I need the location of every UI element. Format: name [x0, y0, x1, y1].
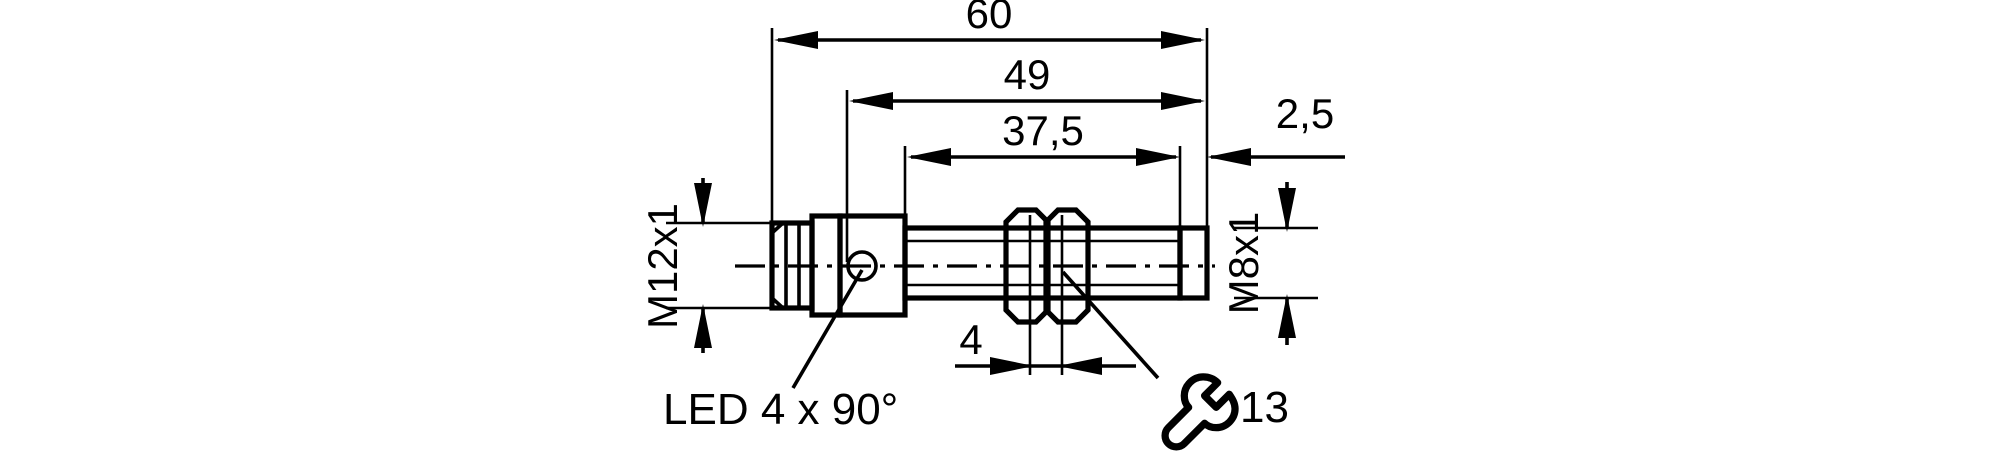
dimension-49: 49 — [849, 51, 1205, 110]
dim-label-25: 2,5 — [1276, 90, 1334, 137]
label-m8x1: M8x1 — [1220, 212, 1267, 315]
arrowhead-m8-top — [1278, 188, 1296, 232]
sensing-face-tip — [1177, 225, 1210, 301]
arrowhead-49-left — [849, 92, 893, 110]
extension-lines — [770, 28, 1209, 375]
arrowhead-m12-bottom — [694, 304, 712, 348]
dimension-m8x1: M8x1 — [1220, 182, 1318, 345]
connector-chamfer-top — [770, 221, 785, 235]
hex-nut-2-outline — [1043, 207, 1091, 325]
wrench-icon-path — [1161, 373, 1239, 451]
leader-led — [791, 269, 864, 389]
leader-lines — [791, 269, 1160, 389]
leader-wrench — [1061, 270, 1160, 380]
sensor-body — [735, 207, 1215, 325]
dim-label-4: 4 — [959, 316, 982, 363]
arrowhead-49-right — [1161, 92, 1205, 110]
arrowhead-4-right — [1058, 357, 1102, 375]
arrowhead-m12-top — [694, 183, 712, 227]
arrowhead-4-left — [990, 357, 1034, 375]
threaded-barrel — [902, 225, 1183, 301]
dimension-60: 60 — [774, 0, 1205, 49]
wrench-size-label: 13 — [1240, 383, 1289, 432]
wrench-icon — [1161, 373, 1239, 451]
connector-chamfer-bottom — [770, 296, 785, 310]
dimension-4: 4 — [955, 316, 1136, 375]
led-annotation-label: LED 4 x 90° — [663, 385, 898, 434]
arrowhead-375-left — [907, 148, 951, 166]
dim-label-49: 49 — [1004, 51, 1051, 98]
arrowhead-375-right — [1136, 148, 1180, 166]
dim-label-375: 37,5 — [1002, 107, 1084, 154]
arrowhead-60-left — [774, 31, 818, 49]
arrowhead-25-left — [1207, 148, 1251, 166]
dimension-375: 37,5 — [907, 107, 1180, 166]
dimension-m12x1: M12x1 — [639, 178, 790, 353]
hex-nut-2 — [1043, 207, 1091, 325]
arrowhead-60-right — [1161, 31, 1205, 49]
arrowhead-m8-bottom — [1278, 294, 1296, 338]
label-m12x1: M12x1 — [639, 203, 686, 329]
dim-label-60: 60 — [966, 0, 1013, 37]
dimension-25: 2,5 — [1207, 90, 1345, 166]
